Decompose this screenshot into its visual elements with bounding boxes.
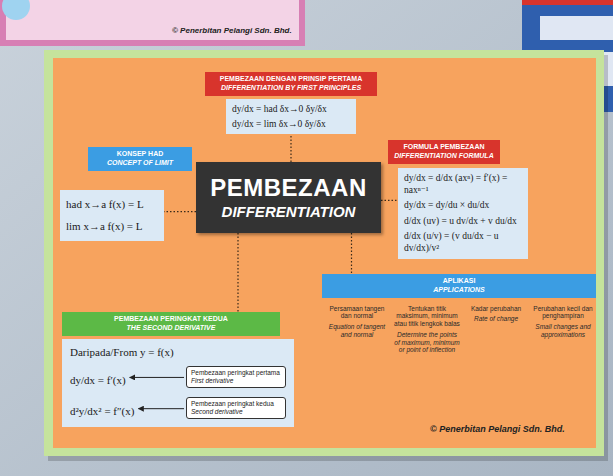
- poster-shadow: [48, 55, 608, 461]
- dotted-connector: [381, 200, 398, 201]
- node-text: dy/dx = d/dx (axⁿ) = f′(x) = naxⁿ⁻¹: [404, 172, 522, 197]
- application-text: Perubahan kecil dan penghampiran: [532, 305, 594, 321]
- poster-strip: [522, 0, 613, 5]
- heading-band: APLIKASIAPPLICATIONS: [322, 274, 596, 298]
- node-text: APPLICATIONS: [326, 286, 592, 295]
- node-text: THE SECOND DERIVATIVE: [66, 324, 276, 333]
- application-text: Rate of change: [466, 315, 526, 323]
- dotted-connector: [237, 233, 238, 312]
- leader-arrow: [130, 376, 184, 377]
- node-text: APLIKASI: [326, 277, 592, 286]
- poster-panel: [540, 16, 613, 40]
- node-text: had x→a f(x) = L: [66, 197, 158, 211]
- formula-box: had x→a f(x) = L lim x→a f(x) = L: [60, 190, 164, 241]
- node-text: DIFFERENTIATION FORMULA: [392, 152, 496, 161]
- callout-box: Pembezaan peringkat pertamaFirst derivat…: [186, 366, 286, 388]
- node-text: Pembezaan peringkat pertama: [191, 369, 281, 377]
- node-text: First derivative: [191, 377, 281, 385]
- copyright-note: © Penerbitan Pelangi Sdn. Bhd.: [172, 26, 292, 36]
- node-text: dy/dx = had δx→0 δy/δx: [232, 103, 350, 115]
- central-topic: PEMBEZAANDIFFERENTIATION: [196, 162, 381, 233]
- dotted-connector: [164, 211, 196, 212]
- node-text: PEMBEZAAN: [202, 174, 375, 202]
- application-text: Small changes and approximations: [532, 323, 594, 339]
- node-text: Daripada/From y = f(x): [70, 345, 174, 359]
- leader-arrow: [138, 408, 184, 409]
- node-text: d/dx (uv) = u dv/dx + v du/dx: [404, 215, 522, 227]
- heading-band: PEMBEZAAN DENGAN PRINSIP PERTAMADIFFEREN…: [205, 72, 377, 96]
- application-text: Determine the points of maximum, minimum…: [394, 331, 460, 354]
- node-text: Pembezaan peringkat kedua: [191, 400, 281, 408]
- node-text: dy/dx = dy/du × du/dx: [404, 199, 522, 211]
- application-text: Equation of tangent and normal: [326, 323, 388, 339]
- node-text: PEMBEZAAN PERINGKAT KEDUA: [66, 315, 276, 324]
- application-text: Persamaan tangen dan normal: [326, 305, 388, 321]
- node-text: FORMULA PEMBEZAAN: [392, 143, 496, 152]
- node-text: DIFFERENTIATION BY FIRST PRINCIPLES: [209, 84, 373, 93]
- node-text: DIFFERENTIATION: [202, 202, 375, 222]
- poster-border: [44, 50, 604, 456]
- node-text: lim x→a f(x) = L: [66, 219, 158, 233]
- poster-ground: [53, 58, 596, 448]
- node-text: dy/dx = lim δx→0 δy/δx: [232, 118, 350, 130]
- poster-circle: [2, 0, 30, 20]
- formula-box: dy/dx = d/dx (axⁿ) = f′(x) = naxⁿ⁻¹ dy/dx…: [398, 168, 528, 259]
- heading-band: PEMBEZAAN PERINGKAT KEDUATHE SECOND DERI…: [62, 312, 280, 336]
- node-text: PEMBEZAAN DENGAN PRINSIP PERTAMA: [209, 75, 373, 84]
- application-text: Kadar perubahan: [466, 305, 526, 313]
- formula-box: Daripada/From y = f(x) dy/dx = f′(x) d²y/d…: [62, 339, 294, 428]
- heading-band: FORMULA PEMBEZAANDIFFERENTIATION FORMULA: [388, 140, 500, 164]
- dotted-connector: [290, 134, 291, 162]
- node-text: KONSEP HAD: [92, 150, 188, 159]
- callout-box: Pembezaan peringkat keduaSecond derivati…: [186, 397, 286, 419]
- node-text: dy/dx = f′(x): [70, 373, 126, 387]
- formula-box: dy/dx = had δx→0 δy/δx dy/dx = lim δx→0 δ…: [226, 99, 356, 135]
- poster-piece: [0, 0, 305, 46]
- poster-piece-inner: [6, 0, 299, 40]
- application-text: Tentukan titik maksimum, minimum atau ti…: [394, 305, 460, 328]
- node-text: Second derivative: [191, 408, 281, 416]
- node-text: d²y/dx² = f″(x): [70, 404, 134, 418]
- node-text: d/dx (u/v) = (v du/dx − u dv/dx)/v²: [404, 230, 522, 255]
- heading-band: KONSEP HADCONCEPT OF LIMIT: [88, 147, 192, 171]
- dotted-connector: [351, 233, 352, 274]
- node-text: CONCEPT OF LIMIT: [92, 159, 188, 168]
- copyright-note: © Penerbitan Pelangi Sdn. Bhd.: [430, 424, 565, 435]
